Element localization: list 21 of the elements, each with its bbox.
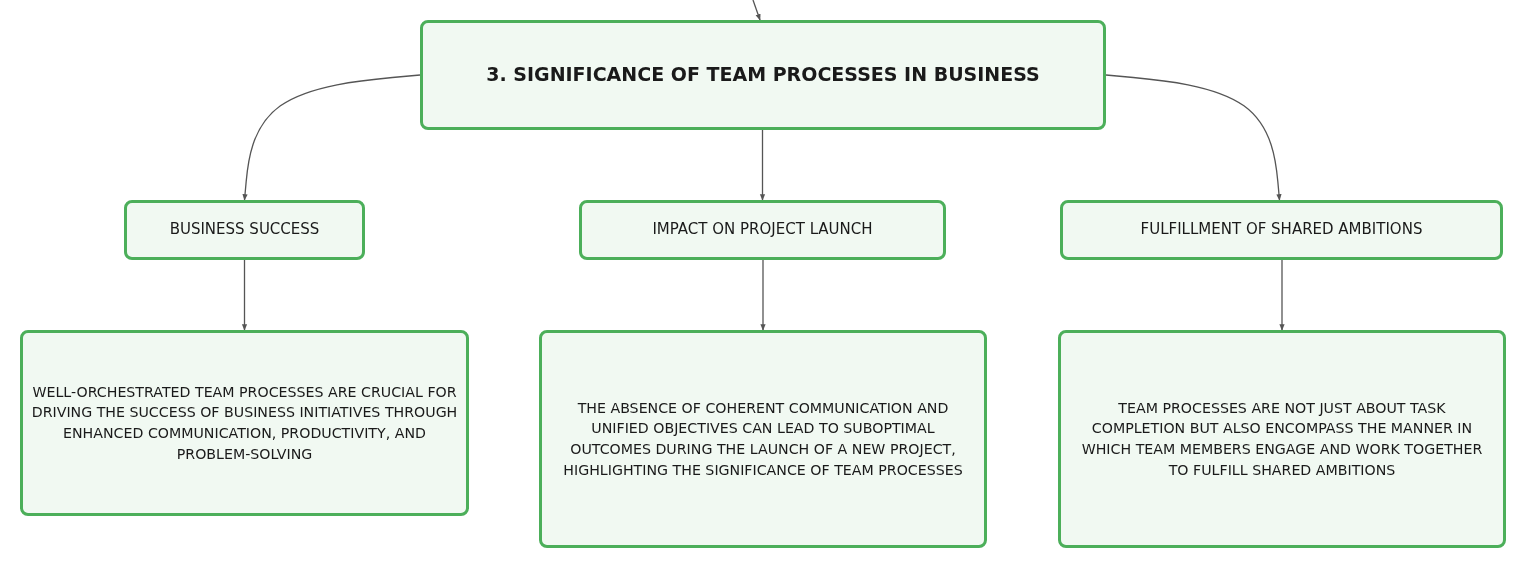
connector-arrow [1105,74,1282,201]
topic-box [420,20,1106,130]
description-text: WELL-ORCHESTRATED TEAM PROCESSES ARE CRUCIAL FOR DRIVING THE SUCCESS OF BUSINESS INITIATIVES THROUGH ENHANCED COMMUNICATION, PRODUCTIVITY, AND PROBLEM-SOLVING [31,382,458,464]
subtopic-box [1060,200,1503,260]
subtopic-label: IMPACT ON PROJECT LAUNCH [652,219,873,241]
description-box [1058,330,1506,548]
topic-title: 3. SIGNIFICANCE OF TEAM PROCESSES IN BUSINESS [486,62,1040,88]
connector-arrow [241,259,248,331]
connector-arrow [752,0,761,21]
subtopic-label: FULFILLMENT OF SHARED AMBITIONS [1140,219,1423,241]
description-box [20,330,469,516]
connector-arrow [1279,259,1285,331]
connector-arrow [759,129,766,201]
description-text: TEAM PROCESSES ARE NOT JUST ABOUT TASK COMPLETION BUT ALSO ENCOMPASS THE MANNER IN WHICH TEAM MEMBERS ENGAGE AND WORK TOGETHER TO FULFILL SHARED AMBITIONS [1080,398,1484,480]
description-box [539,330,987,548]
subtopic-label: BUSINESS SUCCESS [169,219,320,241]
connector-arrow [242,74,421,201]
subtopic-box [579,200,946,260]
description-text: THE ABSENCE OF COHERENT COMMUNICATION AND UNIFIED OBJECTIVES CAN LEAD TO SUBOPTIMAL OUTCOMES DURING THE LAUNCH OF A NEW PROJECT, HIGHLIGHTING THE SIGNIFICANCE OF TEAM PROCESSES [562,398,964,480]
subtopic-box [124,200,365,260]
connector-arrow [760,259,766,331]
